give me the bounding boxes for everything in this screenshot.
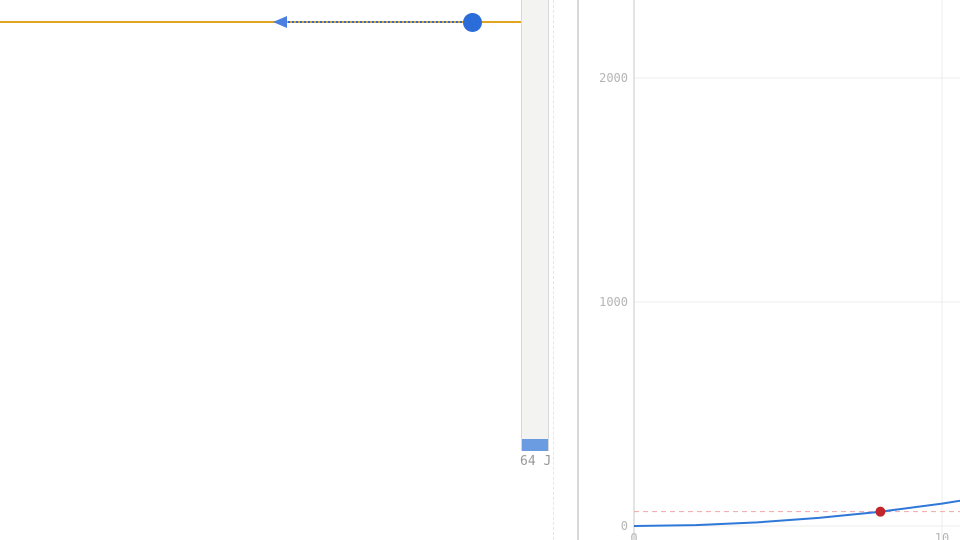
arrow-left-icon bbox=[273, 16, 287, 28]
energy-chart: 010002000010 bbox=[599, 0, 960, 540]
y-tick-label: 1000 bbox=[599, 295, 628, 309]
energy-meter bbox=[521, 0, 549, 451]
energy-meter-label: 64 J bbox=[520, 454, 552, 469]
simulation-panel: 64 J bbox=[0, 0, 554, 540]
y-tick-label: 0 bbox=[621, 519, 628, 533]
series-line bbox=[633, 499, 960, 527]
track-line bbox=[0, 21, 545, 23]
current-point-marker bbox=[875, 506, 886, 517]
velocity-vector bbox=[288, 21, 464, 23]
x-tick-label: 10 bbox=[935, 531, 949, 540]
ball-icon[interactable] bbox=[463, 13, 482, 32]
dashed-guide bbox=[553, 0, 554, 540]
chart-panel: 010002000010 bbox=[579, 0, 960, 540]
energy-meter-fill bbox=[522, 438, 548, 451]
panel-divider[interactable] bbox=[577, 0, 579, 540]
y-tick-label: 2000 bbox=[599, 71, 628, 85]
